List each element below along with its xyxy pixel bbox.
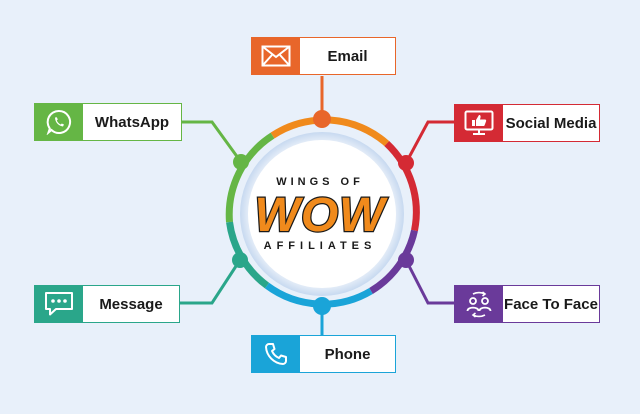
whatsapp-label: WhatsApp (94, 113, 170, 131)
email-node[interactable]: Email (251, 37, 396, 75)
wow-logo-text: WOW (255, 189, 389, 240)
people-cycle-icon (455, 286, 503, 322)
connector-social (404, 120, 454, 164)
logo-bottom-text: AFFILIATES (263, 240, 377, 252)
message-label: Message (99, 295, 163, 313)
connector-face (404, 259, 454, 305)
hub-ring (225, 116, 420, 308)
dot-face (398, 252, 414, 268)
phone-icon (252, 336, 300, 372)
whatsapp-icon (35, 104, 83, 140)
face-to-face-node[interactable]: Face To Face (454, 285, 600, 323)
dot-whatsapp (233, 154, 249, 170)
social-media-node[interactable]: Social Media (454, 104, 600, 142)
ring-segment-purple (369, 229, 418, 295)
ring-segment-red (384, 141, 420, 232)
dot-message (232, 252, 248, 268)
logo-top-text: WINGS OF (276, 176, 364, 188)
envelope-icon (252, 38, 300, 74)
whatsapp-node[interactable]: WhatsApp (34, 103, 182, 141)
message-node[interactable]: Message (34, 285, 180, 323)
social-media-label: Social Media (505, 114, 597, 132)
wow-logo: WOW (253, 188, 389, 240)
junction-dots (232, 110, 414, 315)
dot-email (313, 110, 331, 128)
ring-segment-orange (270, 116, 390, 147)
ring-segment-green (225, 132, 275, 223)
thumbs-up-screen-icon (455, 105, 503, 141)
phone-label: Phone (324, 345, 371, 363)
connector-whatsapp (182, 120, 243, 163)
face-to-face-label: Face To Face (504, 295, 598, 313)
phone-node[interactable]: Phone (251, 335, 396, 373)
dot-social (398, 155, 414, 171)
dot-phone (313, 297, 331, 315)
email-label: Email (327, 47, 368, 65)
hub-disc-inner (248, 140, 396, 288)
chat-bubble-icon (35, 286, 83, 322)
connector-message (180, 259, 242, 305)
